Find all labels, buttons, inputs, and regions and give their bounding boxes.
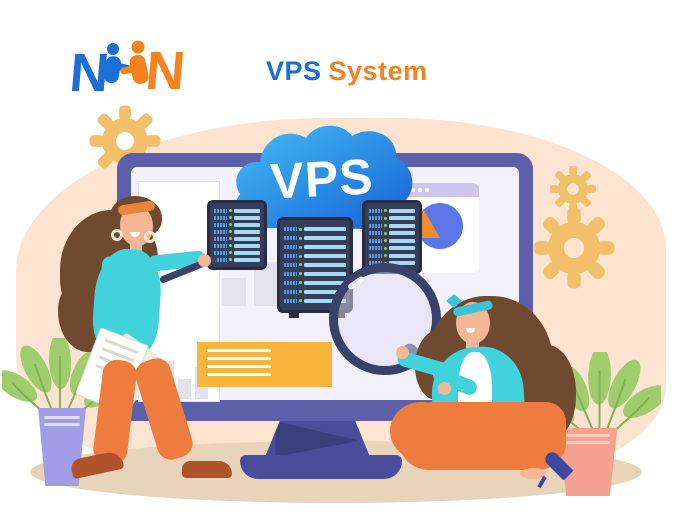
rack-row xyxy=(369,208,415,213)
rack-row xyxy=(214,208,260,213)
rack-row xyxy=(284,298,346,303)
rack-row xyxy=(284,245,346,250)
rack-row xyxy=(214,257,260,262)
rack-row xyxy=(369,238,415,243)
rack-row xyxy=(214,250,260,255)
pot xyxy=(558,428,618,496)
title-system: System xyxy=(328,56,428,86)
gear-icon xyxy=(533,207,615,289)
headband-bow xyxy=(446,294,462,308)
logo-letter-right: N xyxy=(143,41,188,101)
foot xyxy=(520,468,546,479)
rack-row xyxy=(214,229,260,234)
hand xyxy=(438,382,451,395)
rack-row xyxy=(369,246,415,251)
smile xyxy=(130,232,140,237)
rack-row xyxy=(369,216,415,221)
window-dot xyxy=(411,188,415,192)
rack-row xyxy=(369,231,415,236)
rack-row xyxy=(284,289,346,294)
yellow-text-card xyxy=(197,342,332,387)
heel-shoe xyxy=(542,449,574,481)
shoe xyxy=(182,461,232,478)
chart-bar xyxy=(222,278,246,306)
text-line xyxy=(207,357,271,360)
standing-woman xyxy=(58,192,243,484)
sitting-woman xyxy=(390,290,580,495)
rack-row xyxy=(284,262,346,267)
server-rack xyxy=(207,200,267,270)
magnifier-icon xyxy=(329,263,441,375)
rack-row xyxy=(284,236,346,241)
rack-row xyxy=(214,243,260,248)
rack-row xyxy=(369,253,415,258)
logo-people-handshake-icon xyxy=(103,40,149,85)
smile xyxy=(466,328,475,333)
text-line xyxy=(207,365,271,368)
rack-row xyxy=(284,271,346,276)
rack-foot xyxy=(289,310,299,318)
title-vps: VPS xyxy=(266,56,322,86)
neck xyxy=(130,242,142,251)
rack-row xyxy=(369,223,415,228)
crossed-legs xyxy=(398,402,566,470)
text-line xyxy=(207,349,271,352)
rack-row xyxy=(284,227,346,232)
earring xyxy=(111,229,123,241)
browser-titlebar xyxy=(405,183,479,197)
rack-row xyxy=(214,215,260,220)
window-dot xyxy=(418,188,422,192)
leg xyxy=(131,354,197,464)
gear-icon xyxy=(549,165,597,213)
neck xyxy=(466,340,479,350)
shoe xyxy=(69,449,125,480)
earring xyxy=(144,231,156,243)
text-line xyxy=(207,373,271,376)
server-rack xyxy=(362,200,422,274)
window-dot xyxy=(425,188,429,192)
rack-row xyxy=(284,280,346,285)
monitor-stand xyxy=(265,421,370,457)
hand xyxy=(198,254,211,267)
rack-row xyxy=(214,236,260,241)
monitor-base xyxy=(240,455,402,479)
logo[interactable]: N N xyxy=(67,40,195,106)
rack-row xyxy=(284,254,346,259)
rack-row xyxy=(214,222,260,227)
chart-bar xyxy=(178,379,191,399)
hand xyxy=(396,346,409,359)
